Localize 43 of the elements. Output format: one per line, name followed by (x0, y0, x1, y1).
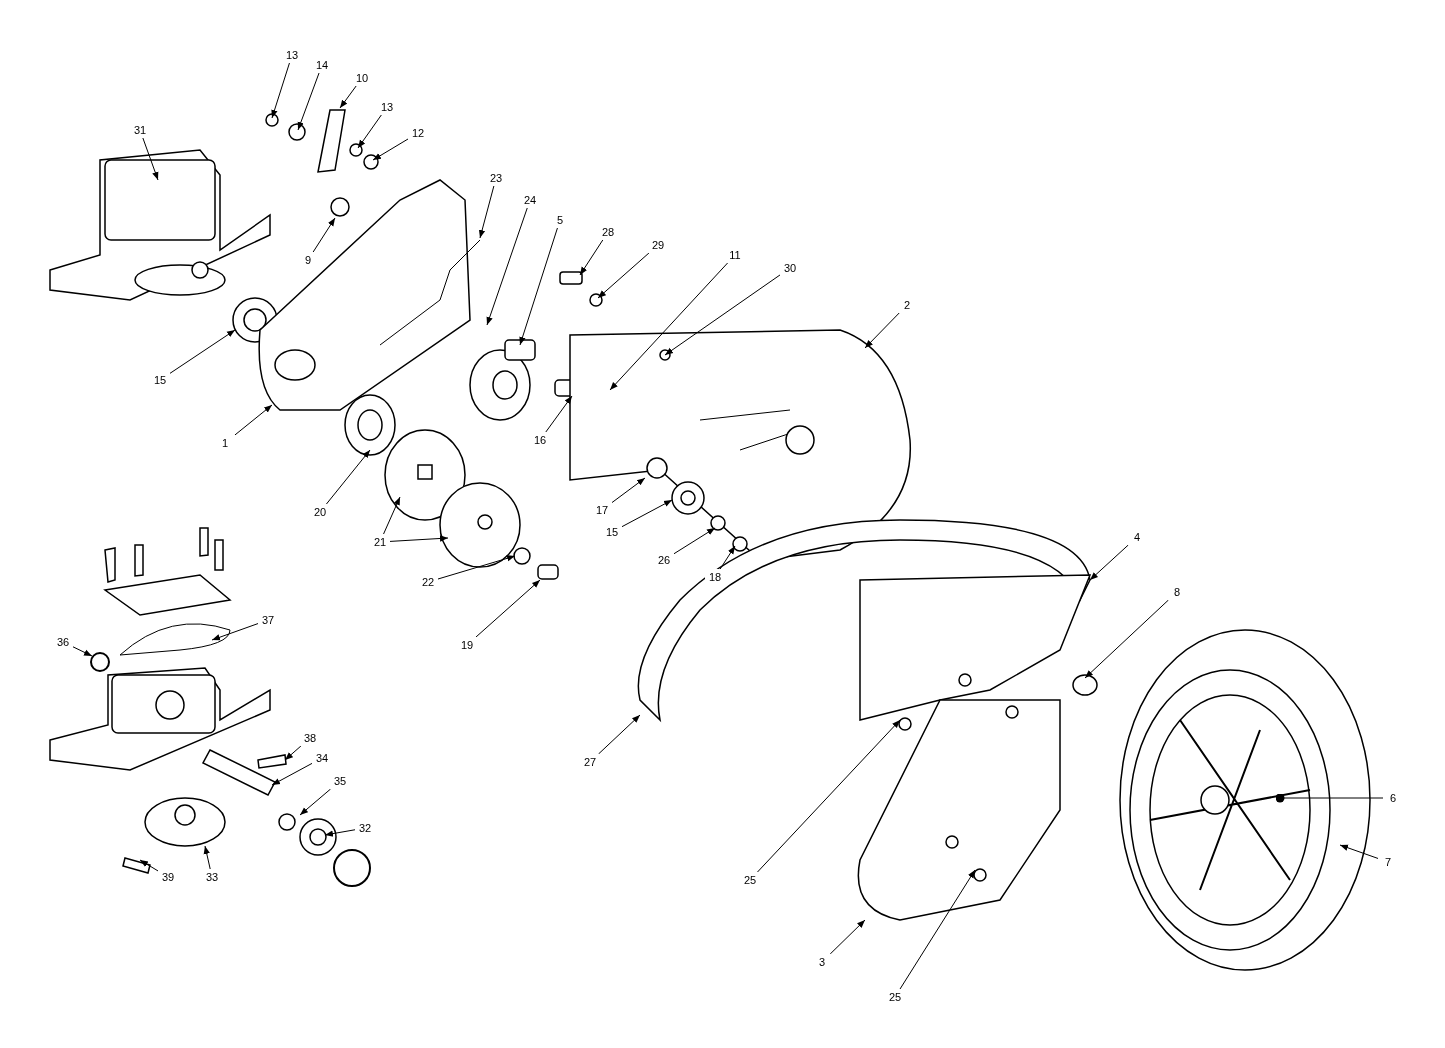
leader-line (211, 623, 259, 641)
leader-line (757, 719, 901, 873)
leader-line (899, 869, 976, 990)
leader-line (519, 227, 558, 346)
leader-line (673, 527, 716, 555)
leader-line (829, 919, 866, 955)
leader-line (437, 555, 516, 580)
leader-line (271, 762, 313, 786)
leader-line (1084, 599, 1169, 679)
leader-line (719, 545, 736, 570)
leader-line (1089, 544, 1129, 581)
leader-line (664, 274, 781, 356)
leader-line (203, 845, 211, 870)
leader-line (1275, 793, 1384, 803)
leader-line (545, 395, 573, 433)
leader-line (234, 404, 273, 436)
leader-line (609, 262, 729, 391)
leader-line (339, 85, 357, 109)
leader-line (598, 714, 641, 755)
leader-line (139, 859, 159, 872)
leader-line (621, 499, 673, 528)
leader-line (324, 829, 356, 837)
leader-line (383, 496, 401, 535)
leader-line (864, 312, 900, 349)
leader-line (478, 185, 495, 239)
leader-line (284, 745, 302, 761)
leader-line (486, 207, 528, 326)
leader-line (72, 646, 93, 657)
leader-line (142, 137, 159, 181)
leader-line (325, 449, 371, 505)
leader-line (389, 535, 449, 542)
leader-line (297, 72, 320, 131)
leader-line (611, 477, 646, 504)
leader-line (1339, 844, 1379, 859)
leader-line (271, 62, 290, 119)
leader-line (169, 329, 236, 374)
leader-line (312, 217, 336, 253)
leader-line (475, 579, 541, 638)
leader-line (372, 138, 409, 161)
leader-line (579, 239, 604, 276)
leader-line (357, 114, 382, 149)
leader-line (597, 252, 650, 299)
leader-line (299, 788, 332, 816)
